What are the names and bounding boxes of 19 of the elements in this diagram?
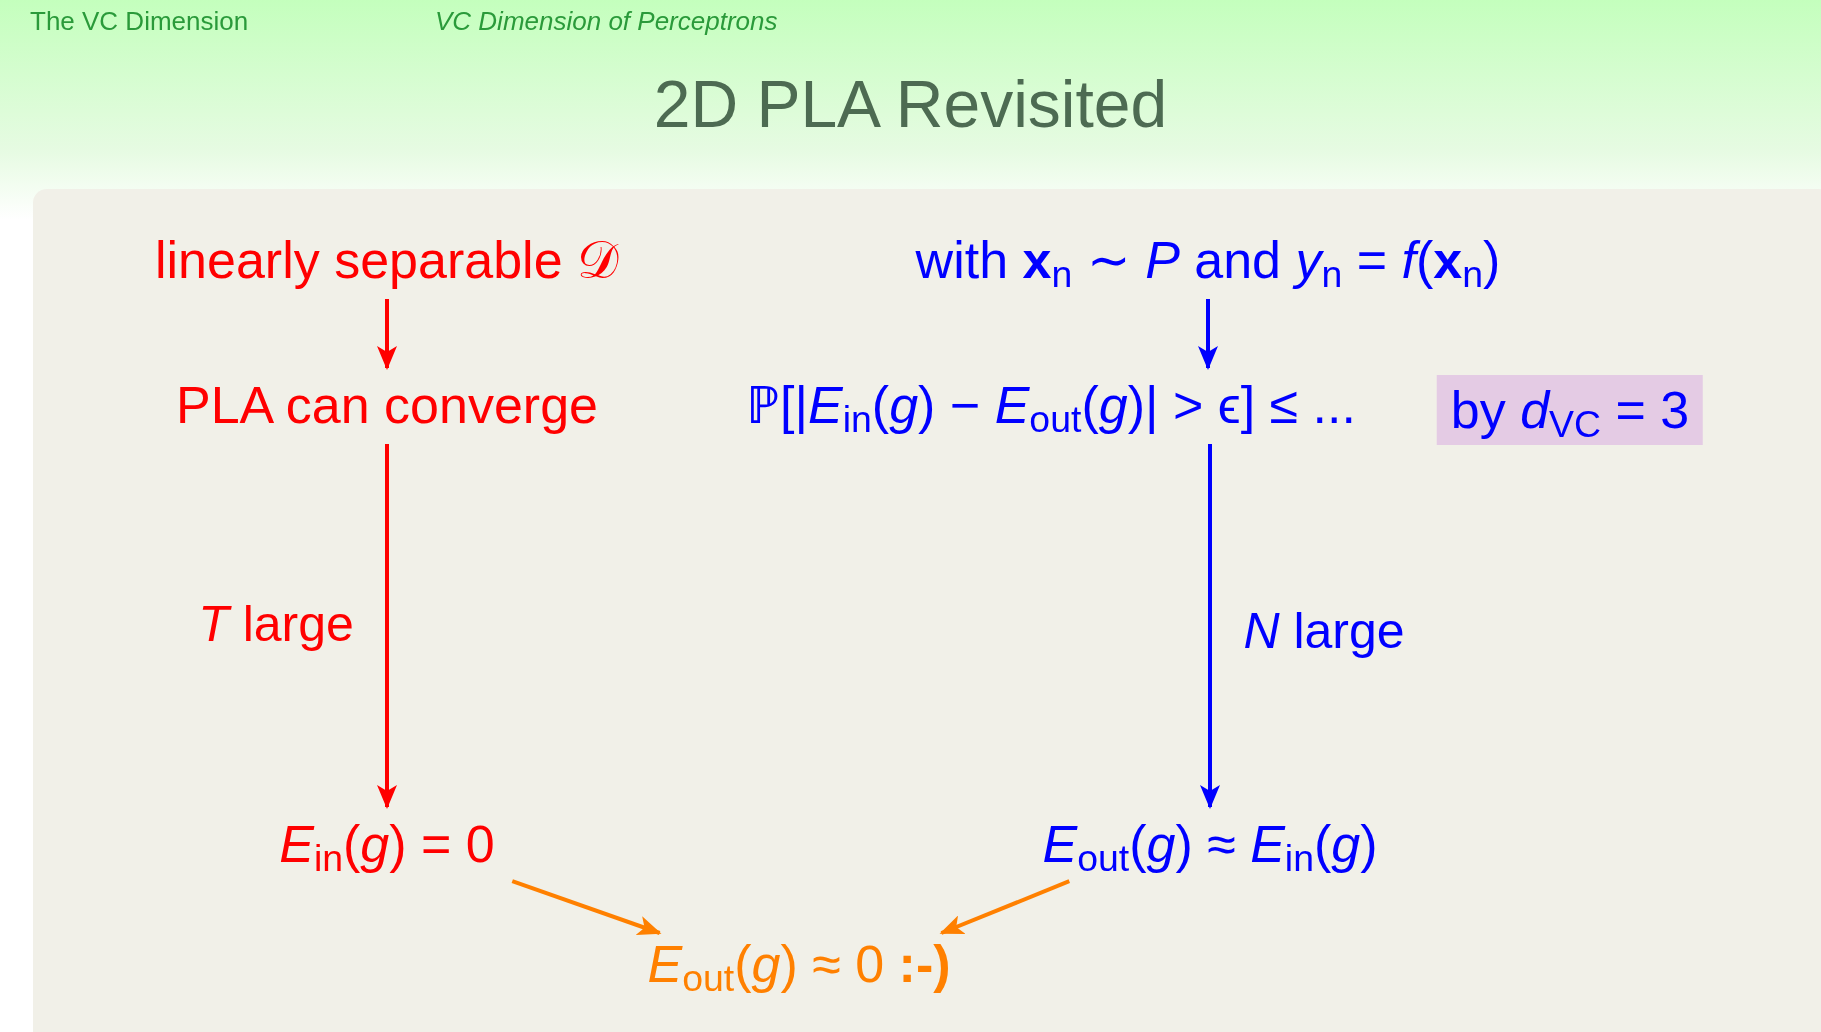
arrow xyxy=(377,299,397,370)
math-text: with x$_{n}$ ∼ P and y$_{n}$ = f(x$_{n}$) xyxy=(915,229,1501,291)
arrow xyxy=(939,879,1071,935)
header-text: The VC Dimension xyxy=(30,6,249,37)
arrow xyxy=(1198,299,1218,370)
slide-title: 2D PLA Revisited xyxy=(652,66,1169,142)
edge-label: N large xyxy=(1243,602,1405,661)
arrow xyxy=(511,879,662,936)
math-text: E$_{out}$(g) ≈ E$_{in}$(g) xyxy=(1042,813,1378,875)
highlight-box: by d$_{VC}$ = 3 xyxy=(1436,375,1704,445)
math-text: linearly separable 𝒟 xyxy=(155,229,619,291)
math-text: E$_{in}$(g) = 0 xyxy=(279,813,495,875)
math-text: PLA can converge xyxy=(175,374,599,436)
arrow xyxy=(1200,444,1220,809)
arrow xyxy=(377,444,397,809)
math-text: E$_{out}$(g) ≈ 0 :-) xyxy=(647,933,951,995)
math-text: ℙ[|E$_{in}$(g) − E$_{out}$(g)| > ϵ] ≤ ... xyxy=(746,374,1356,436)
edge-label: T large xyxy=(198,595,354,654)
header-text: VC Dimension of Perceptrons xyxy=(435,6,778,37)
